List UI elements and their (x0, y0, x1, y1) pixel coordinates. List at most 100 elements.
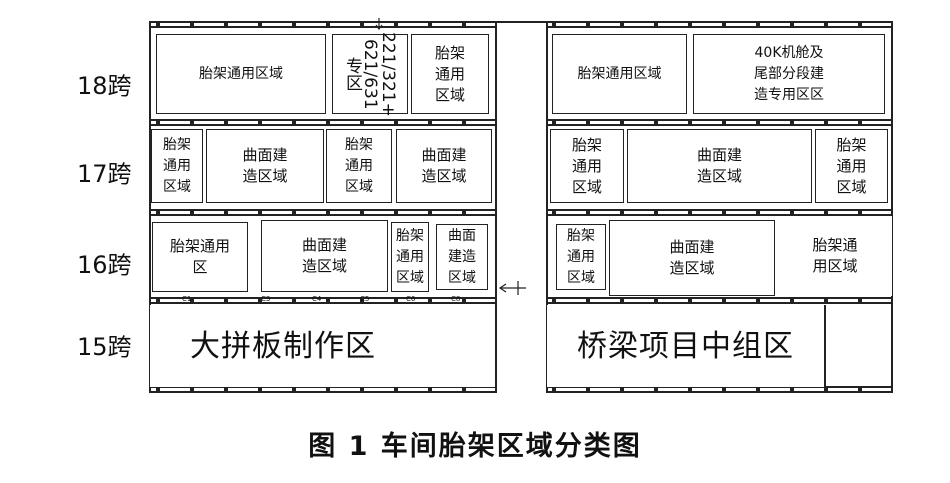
rail-line (150, 386, 496, 388)
column-marker (790, 210, 794, 214)
column-marker (688, 298, 692, 302)
span-label-17: 17跨 (77, 160, 132, 188)
column-marker (224, 210, 228, 214)
zone-special-label: 221/321+ 621/631专区 (342, 31, 398, 117)
column-marker (552, 22, 556, 26)
column-marker (258, 120, 262, 124)
column-label: C3 (261, 295, 271, 303)
column-marker (620, 22, 624, 26)
column-marker (292, 387, 296, 391)
column-marker (688, 120, 692, 124)
column-marker (326, 120, 330, 124)
rail-line (546, 26, 892, 28)
column-marker (654, 298, 658, 302)
zone-40k: 40K机舱及 尾部分段建 造专用区区 (693, 34, 885, 114)
rail-line (150, 119, 496, 121)
column-marker (654, 387, 658, 391)
zone-general: 胎架通用 区 (152, 222, 248, 292)
column-marker (824, 210, 828, 214)
rail-line (546, 124, 892, 126)
span-label-15: 15跨 (77, 333, 132, 361)
column-marker (620, 387, 624, 391)
column-marker (756, 387, 760, 391)
column-marker (224, 298, 228, 302)
zone-curved: 曲面建 造区域 (261, 220, 388, 292)
column-marker (722, 210, 726, 214)
column-marker (586, 298, 590, 302)
column-marker (394, 22, 398, 26)
zone-general: 胎架 通用 区域 (326, 129, 392, 203)
column-marker (756, 22, 760, 26)
column-marker (360, 22, 364, 26)
column-label: C4 (312, 295, 322, 303)
arrow-icon (498, 281, 526, 295)
span-label-18: 18跨 (77, 72, 132, 100)
column-marker (722, 120, 726, 124)
rail-line (150, 26, 496, 28)
column-marker (858, 298, 862, 302)
down-arrow-icon (375, 18, 383, 30)
zone-general: 胎架 通用 区域 (391, 222, 429, 292)
column-marker (156, 210, 160, 214)
column-marker (292, 22, 296, 26)
column-marker (258, 22, 262, 26)
zone-curved: 曲面建 造区域 (627, 129, 812, 203)
column-marker (654, 22, 658, 26)
zone-general: 胎架通 用区域 (778, 216, 892, 296)
zone-general: 胎架 通用 区域 (151, 129, 203, 203)
figure-caption: 图 1 车间胎架区域分类图 (308, 431, 642, 462)
rail-line (546, 214, 892, 216)
rail-line (546, 21, 892, 23)
column-marker (258, 387, 262, 391)
column-marker (190, 387, 194, 391)
column-marker (360, 120, 364, 124)
zone-curved: 曲面建 造区域 (609, 220, 775, 296)
column-marker (620, 210, 624, 214)
rail-line (150, 21, 496, 23)
column-marker (190, 22, 194, 26)
column-marker (258, 210, 262, 214)
column-marker (462, 210, 466, 214)
zone-big-panel: 大拼板制作区 (150, 305, 495, 387)
zone-curved: 曲面建 造区域 (206, 129, 324, 203)
column-marker (654, 210, 658, 214)
rail-line (546, 302, 892, 304)
zone-bridge: 桥梁项目中组区 (547, 305, 824, 387)
wall-line (149, 21, 151, 393)
aisle-line (495, 21, 547, 23)
column-marker (654, 120, 658, 124)
column-marker (620, 120, 624, 124)
column-marker (360, 210, 364, 214)
column-label: C8 (451, 295, 461, 303)
column-marker (756, 298, 760, 302)
column-marker (224, 387, 228, 391)
column-marker (428, 210, 432, 214)
column-marker (428, 298, 432, 302)
column-marker (156, 120, 160, 124)
wall-line (495, 21, 497, 393)
column-marker (326, 298, 330, 302)
column-marker (756, 210, 760, 214)
column-marker (586, 387, 590, 391)
column-marker (360, 387, 364, 391)
column-marker (790, 22, 794, 26)
rail-line (546, 391, 892, 393)
zone-general: 胎架通用区域 (156, 34, 326, 114)
zone-curved: 曲面 建造 区域 (436, 224, 488, 290)
column-marker (326, 387, 330, 391)
column-marker (586, 22, 590, 26)
rail-line (150, 124, 496, 126)
column-marker (462, 22, 466, 26)
column-marker (428, 22, 432, 26)
column-marker (552, 120, 556, 124)
column-marker (360, 298, 364, 302)
column-marker (858, 120, 862, 124)
column-marker (394, 387, 398, 391)
column-marker (824, 22, 828, 26)
column-marker (552, 210, 556, 214)
column-marker (394, 298, 398, 302)
column-marker (552, 387, 556, 391)
column-marker (688, 387, 692, 391)
column-marker (790, 298, 794, 302)
column-marker (156, 298, 160, 302)
